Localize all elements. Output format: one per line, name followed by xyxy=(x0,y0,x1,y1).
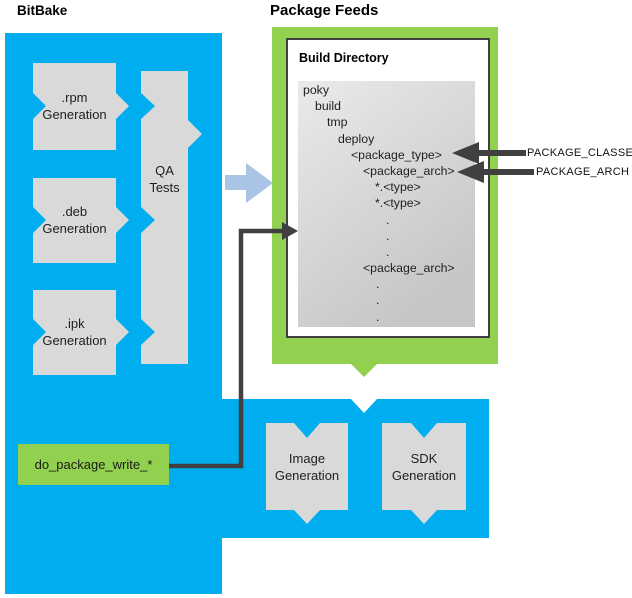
ipk-generation-shape xyxy=(33,290,129,375)
tree-line: poky xyxy=(303,83,329,97)
image-generation-label-line2: Generation xyxy=(274,468,340,483)
deb-generation-label-line2: Generation xyxy=(42,221,107,236)
image-generation-shape xyxy=(266,423,348,524)
task-to-feeds-connector xyxy=(169,228,282,469)
rpm-generation-shape xyxy=(33,63,129,150)
bitbake-title: BitBake xyxy=(17,3,68,18)
qa-tests-label-line1: QA xyxy=(155,163,174,178)
tree-line: . xyxy=(376,277,380,292)
tree-line: <package_arch> xyxy=(363,261,455,276)
do-package-write-label: do_package_write_* xyxy=(34,457,153,472)
directory-listing-box xyxy=(298,81,475,327)
bitbake-to-feeds-arrow xyxy=(225,163,273,203)
qa-tests-label-line2: Tests xyxy=(149,180,180,195)
deb-generation-label-line1: .deb xyxy=(61,204,88,219)
qa-tests-shape xyxy=(141,71,202,364)
rpm-generation-label: .rpm Generation xyxy=(33,89,116,123)
tree-line: tmp xyxy=(327,115,348,130)
sdk-generation-label-line2: Generation xyxy=(391,468,457,483)
qa-tests-label: QA Tests xyxy=(141,162,188,196)
ipk-generation-label: .ipk Generation xyxy=(33,315,116,349)
tree-line: <package_arch> xyxy=(363,163,455,178)
image-generation-label: Image Generation xyxy=(266,450,348,484)
package-feeds-title: Package Feeds xyxy=(270,2,379,19)
image-generation-label-line1: Image xyxy=(288,451,326,466)
tree-line: *.<type> xyxy=(375,180,421,195)
directory-tree: poky build tmp deploy <package_type> <pa… xyxy=(298,82,475,325)
build-directory-title: Build Directory xyxy=(299,51,389,65)
tree-line: . xyxy=(386,212,390,227)
sdk-generation-label-line1: SDK xyxy=(410,451,438,466)
package-arch-label: PACKAGE_ARCH xyxy=(536,166,630,178)
tree-line: *.<type> xyxy=(375,196,421,211)
tree-line: <package_type> xyxy=(351,147,442,162)
tree-line: build xyxy=(315,99,341,114)
package-classes-label: PACKAGE_CLASSES xyxy=(527,147,632,159)
tree-line: . xyxy=(376,293,380,308)
rpm-generation-label-line1: .rpm xyxy=(61,90,88,105)
sdk-generation-label: SDK Generation xyxy=(382,450,466,484)
task-connector-arrowhead-icon xyxy=(282,222,298,240)
package-classes-arrow xyxy=(452,142,526,164)
tree-line: . xyxy=(386,244,390,259)
deb-generation-label: .deb Generation xyxy=(33,203,116,237)
sdk-generation-shape xyxy=(382,423,466,524)
rpm-generation-label-line2: Generation xyxy=(42,107,107,122)
tree-line: . xyxy=(386,228,390,243)
package-arch-arrow xyxy=(457,161,534,183)
ipk-generation-label-line2: Generation xyxy=(42,333,107,348)
ipk-generation-label-line1: .ipk xyxy=(64,316,85,331)
tree-line: deploy xyxy=(338,131,375,146)
tree-line: . xyxy=(376,309,380,324)
do-package-write-box xyxy=(18,444,169,485)
deb-generation-shape xyxy=(33,178,129,263)
